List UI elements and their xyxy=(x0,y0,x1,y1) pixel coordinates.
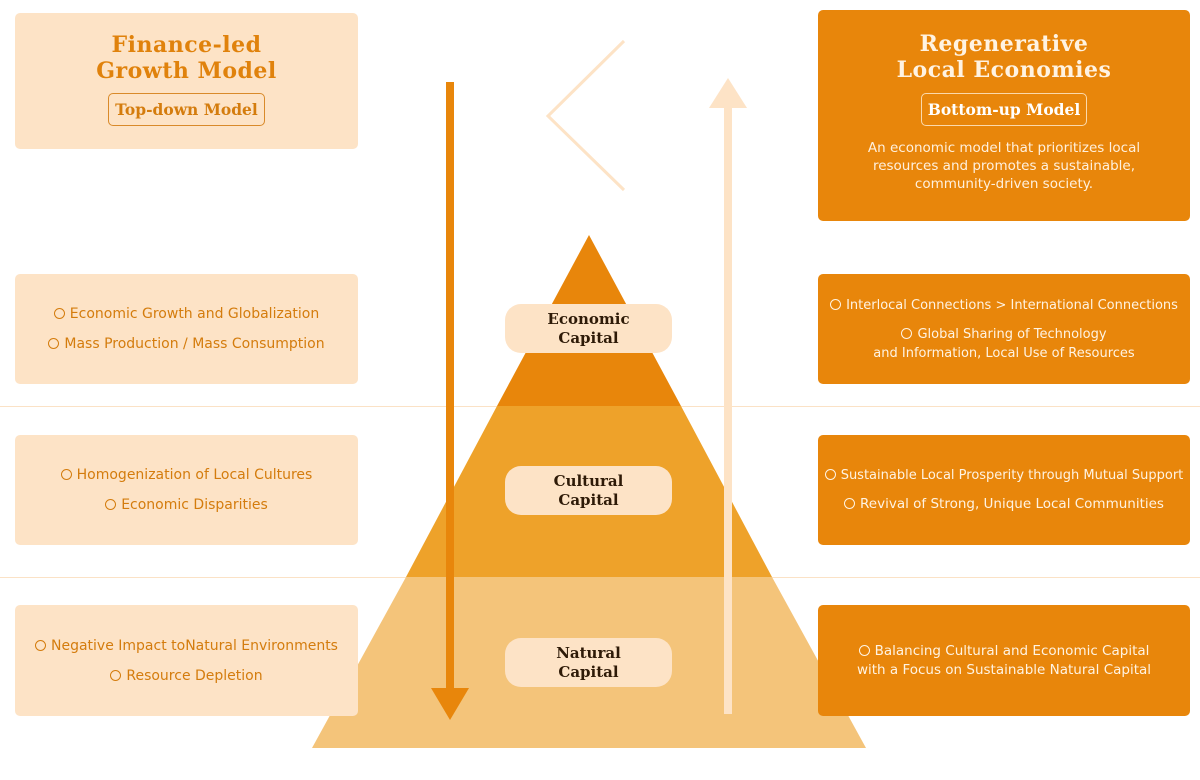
regenerative-description: An economic model that prioritizes local… xyxy=(818,139,1190,193)
item-text-continued: with a Focus on Sustainable Natural Capi… xyxy=(856,661,1152,678)
item-text: Revival of Strong, Unique Local Communit… xyxy=(860,496,1164,512)
finance-led-title-line2: Growth Model xyxy=(96,58,277,84)
item-text: Resource Depletion xyxy=(126,667,263,684)
list-item: Global Sharing of Technology and Informa… xyxy=(873,325,1134,363)
item-text: Sustainable Local Prosperity through Mut… xyxy=(840,468,1184,483)
left-natural-panel: Negative Impact toNatural Environments R… xyxy=(15,605,358,716)
list-item: Negative Impact toNatural Environments xyxy=(35,636,338,656)
circle-bullet-icon xyxy=(830,298,842,310)
regenerative-title-line1: Regenerative xyxy=(919,31,1089,57)
chevron-left-icon xyxy=(545,39,626,192)
circle-bullet-icon xyxy=(60,469,72,480)
list-item: Economic Disparities xyxy=(105,495,268,515)
circle-bullet-icon xyxy=(53,308,65,319)
item-text: Balancing Cultural and Economic Capital xyxy=(874,642,1150,659)
regenerative-title-line2: Local Economies xyxy=(896,57,1112,83)
top-down-badge: Top-down Model xyxy=(108,93,265,126)
list-item: Economic Growth and Globalization xyxy=(53,304,320,324)
cultural-capital-line1: Cultural xyxy=(553,471,624,490)
item-text: Negative Impact toNatural Environments xyxy=(51,637,338,654)
list-item: Mass Production / Mass Consumption xyxy=(48,334,325,354)
circle-bullet-icon xyxy=(110,669,122,681)
circle-bullet-icon xyxy=(35,639,46,651)
natural-capital-line2: Capital xyxy=(558,662,619,681)
item-text: Economic Growth and Globalization xyxy=(69,306,320,322)
item-text-continued: and Information, Local Use of Resources xyxy=(873,345,1135,361)
description-line2: resources and promotes a sustainable, xyxy=(872,158,1136,174)
economic-capital-line1: Economic xyxy=(547,309,630,328)
list-item: Resource Depletion xyxy=(110,666,263,686)
circle-bullet-icon xyxy=(48,338,60,349)
circle-bullet-icon xyxy=(858,644,870,656)
list-item: Revival of Strong, Unique Local Communit… xyxy=(844,495,1164,514)
circle-bullet-icon xyxy=(844,498,856,509)
regenerative-header-panel: Regenerative Local Economies Bottom-up M… xyxy=(818,10,1190,221)
bottom-up-badge: Bottom-up Model xyxy=(920,93,1088,126)
right-natural-panel: Balancing Cultural and Economic Capital … xyxy=(818,605,1190,716)
circle-bullet-icon xyxy=(824,469,836,480)
description-line1: An economic model that prioritizes local xyxy=(867,140,1141,156)
finance-led-header-panel: Finance-led Growth Model Top-down Model xyxy=(15,13,358,149)
up-arrow-head xyxy=(709,78,747,108)
list-item: Homogenization of Local Cultures xyxy=(60,465,313,485)
economic-capital-line2: Capital xyxy=(558,328,619,347)
left-cultural-panel: Homogenization of Local Cultures Economi… xyxy=(15,435,358,545)
list-item: Interlocal Connections > International C… xyxy=(830,296,1178,315)
up-arrow-shaft xyxy=(724,106,732,714)
item-text: Homogenization of Local Cultures xyxy=(76,467,313,483)
cultural-capital-line2: Capital xyxy=(558,490,619,509)
down-arrow-shaft xyxy=(446,82,454,692)
circle-bullet-icon xyxy=(105,499,117,510)
right-economic-panel: Interlocal Connections > International C… xyxy=(818,274,1190,384)
finance-led-title-line1: Finance-led xyxy=(111,32,262,58)
item-text: Global Sharing of Technology xyxy=(917,326,1107,342)
description-line3: community-driven society. xyxy=(914,176,1094,192)
list-item: Sustainable Local Prosperity through Mut… xyxy=(824,466,1184,485)
left-economic-panel: Economic Growth and Globalization Mass P… xyxy=(15,274,358,384)
natural-capital-line1: Natural xyxy=(556,643,621,662)
list-item: Balancing Cultural and Economic Capital … xyxy=(857,642,1151,680)
item-text: Mass Production / Mass Consumption xyxy=(64,336,325,352)
circle-bullet-icon xyxy=(901,327,913,339)
right-cultural-panel: Sustainable Local Prosperity through Mut… xyxy=(818,435,1190,545)
down-arrow-head xyxy=(431,688,469,720)
item-text: Economic Disparities xyxy=(121,497,268,513)
item-text: Interlocal Connections > International C… xyxy=(846,297,1178,313)
